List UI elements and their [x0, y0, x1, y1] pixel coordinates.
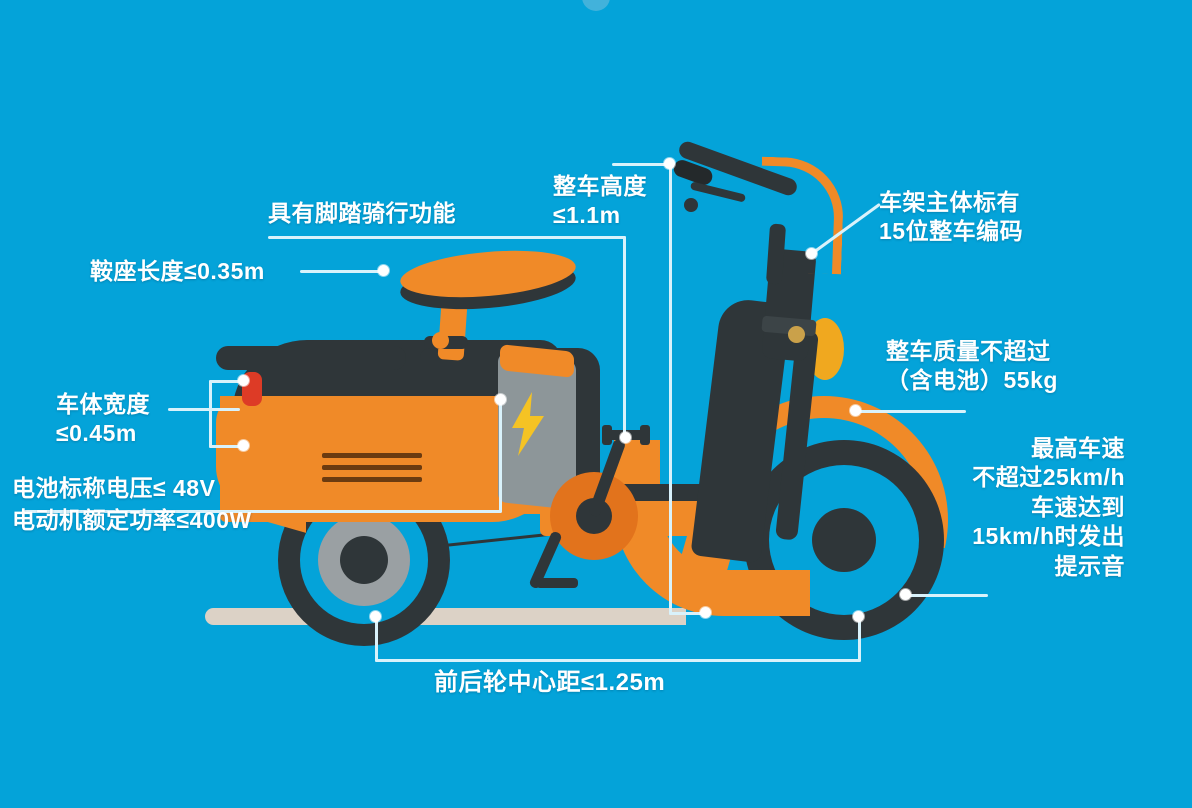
kickstand-foot	[536, 578, 578, 588]
label-frame-code: 车架主体标有 15位整车编码	[879, 189, 1024, 245]
vent-slot	[322, 477, 422, 482]
pedal-tip-left	[602, 425, 612, 445]
frame-code-callout-dot	[806, 248, 817, 259]
width-callout-top	[209, 380, 245, 383]
width-callout-bottom-dot	[238, 440, 249, 451]
label-vehicle-mass: 整车质量不超过 （含电池）55kg	[886, 338, 1058, 394]
rear-hub-center	[340, 536, 388, 584]
battery-callout-dot	[495, 394, 506, 405]
label-vehicle-height: 整车高度 ≤1.1m	[553, 173, 647, 229]
pedal-tip-right	[640, 425, 650, 445]
vent-slot	[322, 465, 422, 470]
mass-callout-line	[856, 410, 966, 413]
width-callout-bottom	[209, 445, 245, 448]
label-saddle-length: 鞍座长度≤0.35m	[90, 258, 265, 284]
wheelbase-horizontal	[375, 659, 861, 662]
label-motor-power: 电动机额定功率≤400W	[12, 507, 252, 533]
wheelbase-right-vertical	[858, 616, 861, 662]
label-wheelbase: 前后轮中心距≤1.25m	[434, 669, 666, 696]
battery-callout-horizontal	[24, 510, 502, 513]
seat-clamp-knob	[432, 332, 449, 349]
width-callout-stub	[168, 408, 240, 411]
wheelbase-left-dot	[370, 611, 381, 622]
top-notch-decoration	[582, 0, 610, 11]
lightning-bolt-icon	[506, 392, 548, 461]
label-max-speed: 最高车速 不超过25km/h 车速达到 15km/h时发出 提示音	[972, 435, 1125, 579]
height-callout-top-dot	[664, 158, 675, 169]
width-callout-top-dot	[238, 375, 249, 386]
saddle-callout-line	[300, 270, 382, 273]
height-callout-bottom-dot	[700, 607, 711, 618]
front-wheel-hub	[812, 508, 876, 572]
label-pedal-function: 具有脚踏骑行功能	[268, 200, 456, 226]
width-callout-vertical	[209, 380, 212, 448]
wheelbase-right-dot	[853, 611, 864, 622]
label-battery-voltage: 电池标称电压≤ 48V	[12, 475, 216, 501]
vent-slot	[322, 453, 422, 458]
saddle-callout-dot	[378, 265, 389, 276]
pedal-callout-horizontal	[268, 236, 626, 239]
wheelbase-left-vertical	[375, 616, 378, 662]
speed-callout-line	[906, 594, 988, 597]
pedal-callout-vertical	[623, 236, 626, 438]
label-body-width: 车体宽度 ≤0.45m	[56, 391, 150, 447]
rear-rack	[216, 346, 406, 370]
height-callout-vertical	[669, 163, 672, 615]
brake-lever-end	[684, 198, 698, 212]
height-callout-top	[612, 163, 674, 166]
frame-code-marker	[788, 326, 805, 343]
battery-callout-vertical	[499, 400, 502, 512]
speed-callout-dot	[900, 589, 911, 600]
mass-callout-dot	[850, 405, 861, 416]
pedal-callout-dot	[620, 432, 631, 443]
height-callout-bottom	[669, 612, 705, 615]
brake-lever	[689, 181, 747, 203]
